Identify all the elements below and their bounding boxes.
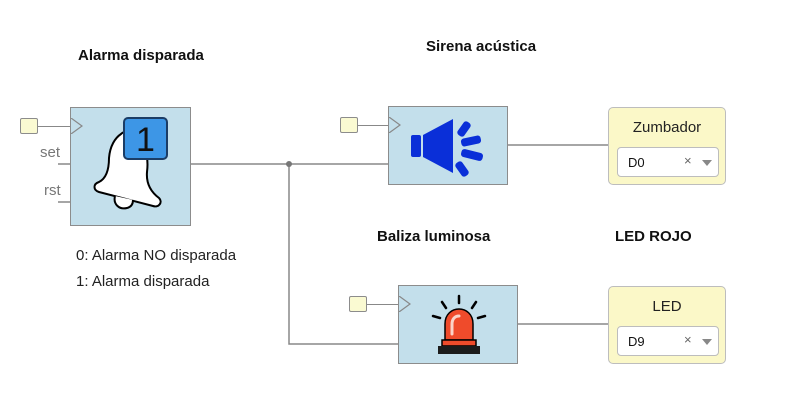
alarm-title: Alarma disparada	[78, 47, 204, 64]
alarm-input-wire	[38, 126, 71, 127]
beacon-block[interactable]	[398, 285, 518, 364]
led-pin-select[interactable]: D9 ×	[617, 326, 719, 356]
clock-input-icon	[389, 117, 401, 133]
led-section-title: LED ROJO	[615, 228, 692, 245]
clock-input-icon	[399, 296, 411, 312]
led-pin-value: D9	[628, 334, 645, 349]
wire-junction	[286, 161, 292, 167]
led-label: LED	[652, 298, 682, 315]
siren-light-icon	[431, 294, 487, 354]
chevron-down-icon[interactable]	[702, 339, 712, 345]
clear-icon[interactable]: ×	[684, 332, 692, 347]
beacon-input-wire	[367, 304, 399, 305]
alarm-state-display: 1	[123, 117, 168, 160]
alarm-rst-pin-label: rst	[44, 182, 61, 199]
alarm-input-port[interactable]	[20, 118, 38, 134]
beacon-input-port[interactable]	[349, 296, 367, 312]
buzzer-pin-value: D0	[628, 155, 645, 170]
alarm-state-value: 1	[136, 121, 155, 159]
legend-line: 1: Alarma disparada	[76, 273, 210, 290]
clock-input-icon	[71, 118, 83, 134]
siren-input-port[interactable]	[340, 117, 358, 133]
alarm-set-pin-label: set	[40, 144, 61, 161]
clear-icon[interactable]: ×	[684, 153, 692, 168]
buzzer-peripheral[interactable]: Zumbador D0 ×	[608, 107, 726, 185]
siren-input-wire	[358, 125, 389, 126]
led-peripheral[interactable]: LED D9 ×	[608, 286, 726, 364]
legend-line: 0: Alarma NO disparada	[76, 247, 237, 264]
buzzer-label: Zumbador	[632, 119, 702, 136]
siren-title: Sirena acústica	[426, 38, 537, 55]
speaker-icon	[411, 119, 484, 177]
alarm-block[interactable]: 1	[70, 107, 191, 226]
wire-branch-to-beacon	[288, 164, 399, 345]
chevron-down-icon[interactable]	[702, 160, 712, 166]
alarm-legend: 0: Alarma NO disparada 1: Alarma dispara…	[76, 243, 236, 295]
beacon-title: Baliza luminosa	[377, 228, 491, 245]
siren-block[interactable]	[388, 106, 508, 185]
buzzer-pin-select[interactable]: D0 ×	[617, 147, 719, 177]
